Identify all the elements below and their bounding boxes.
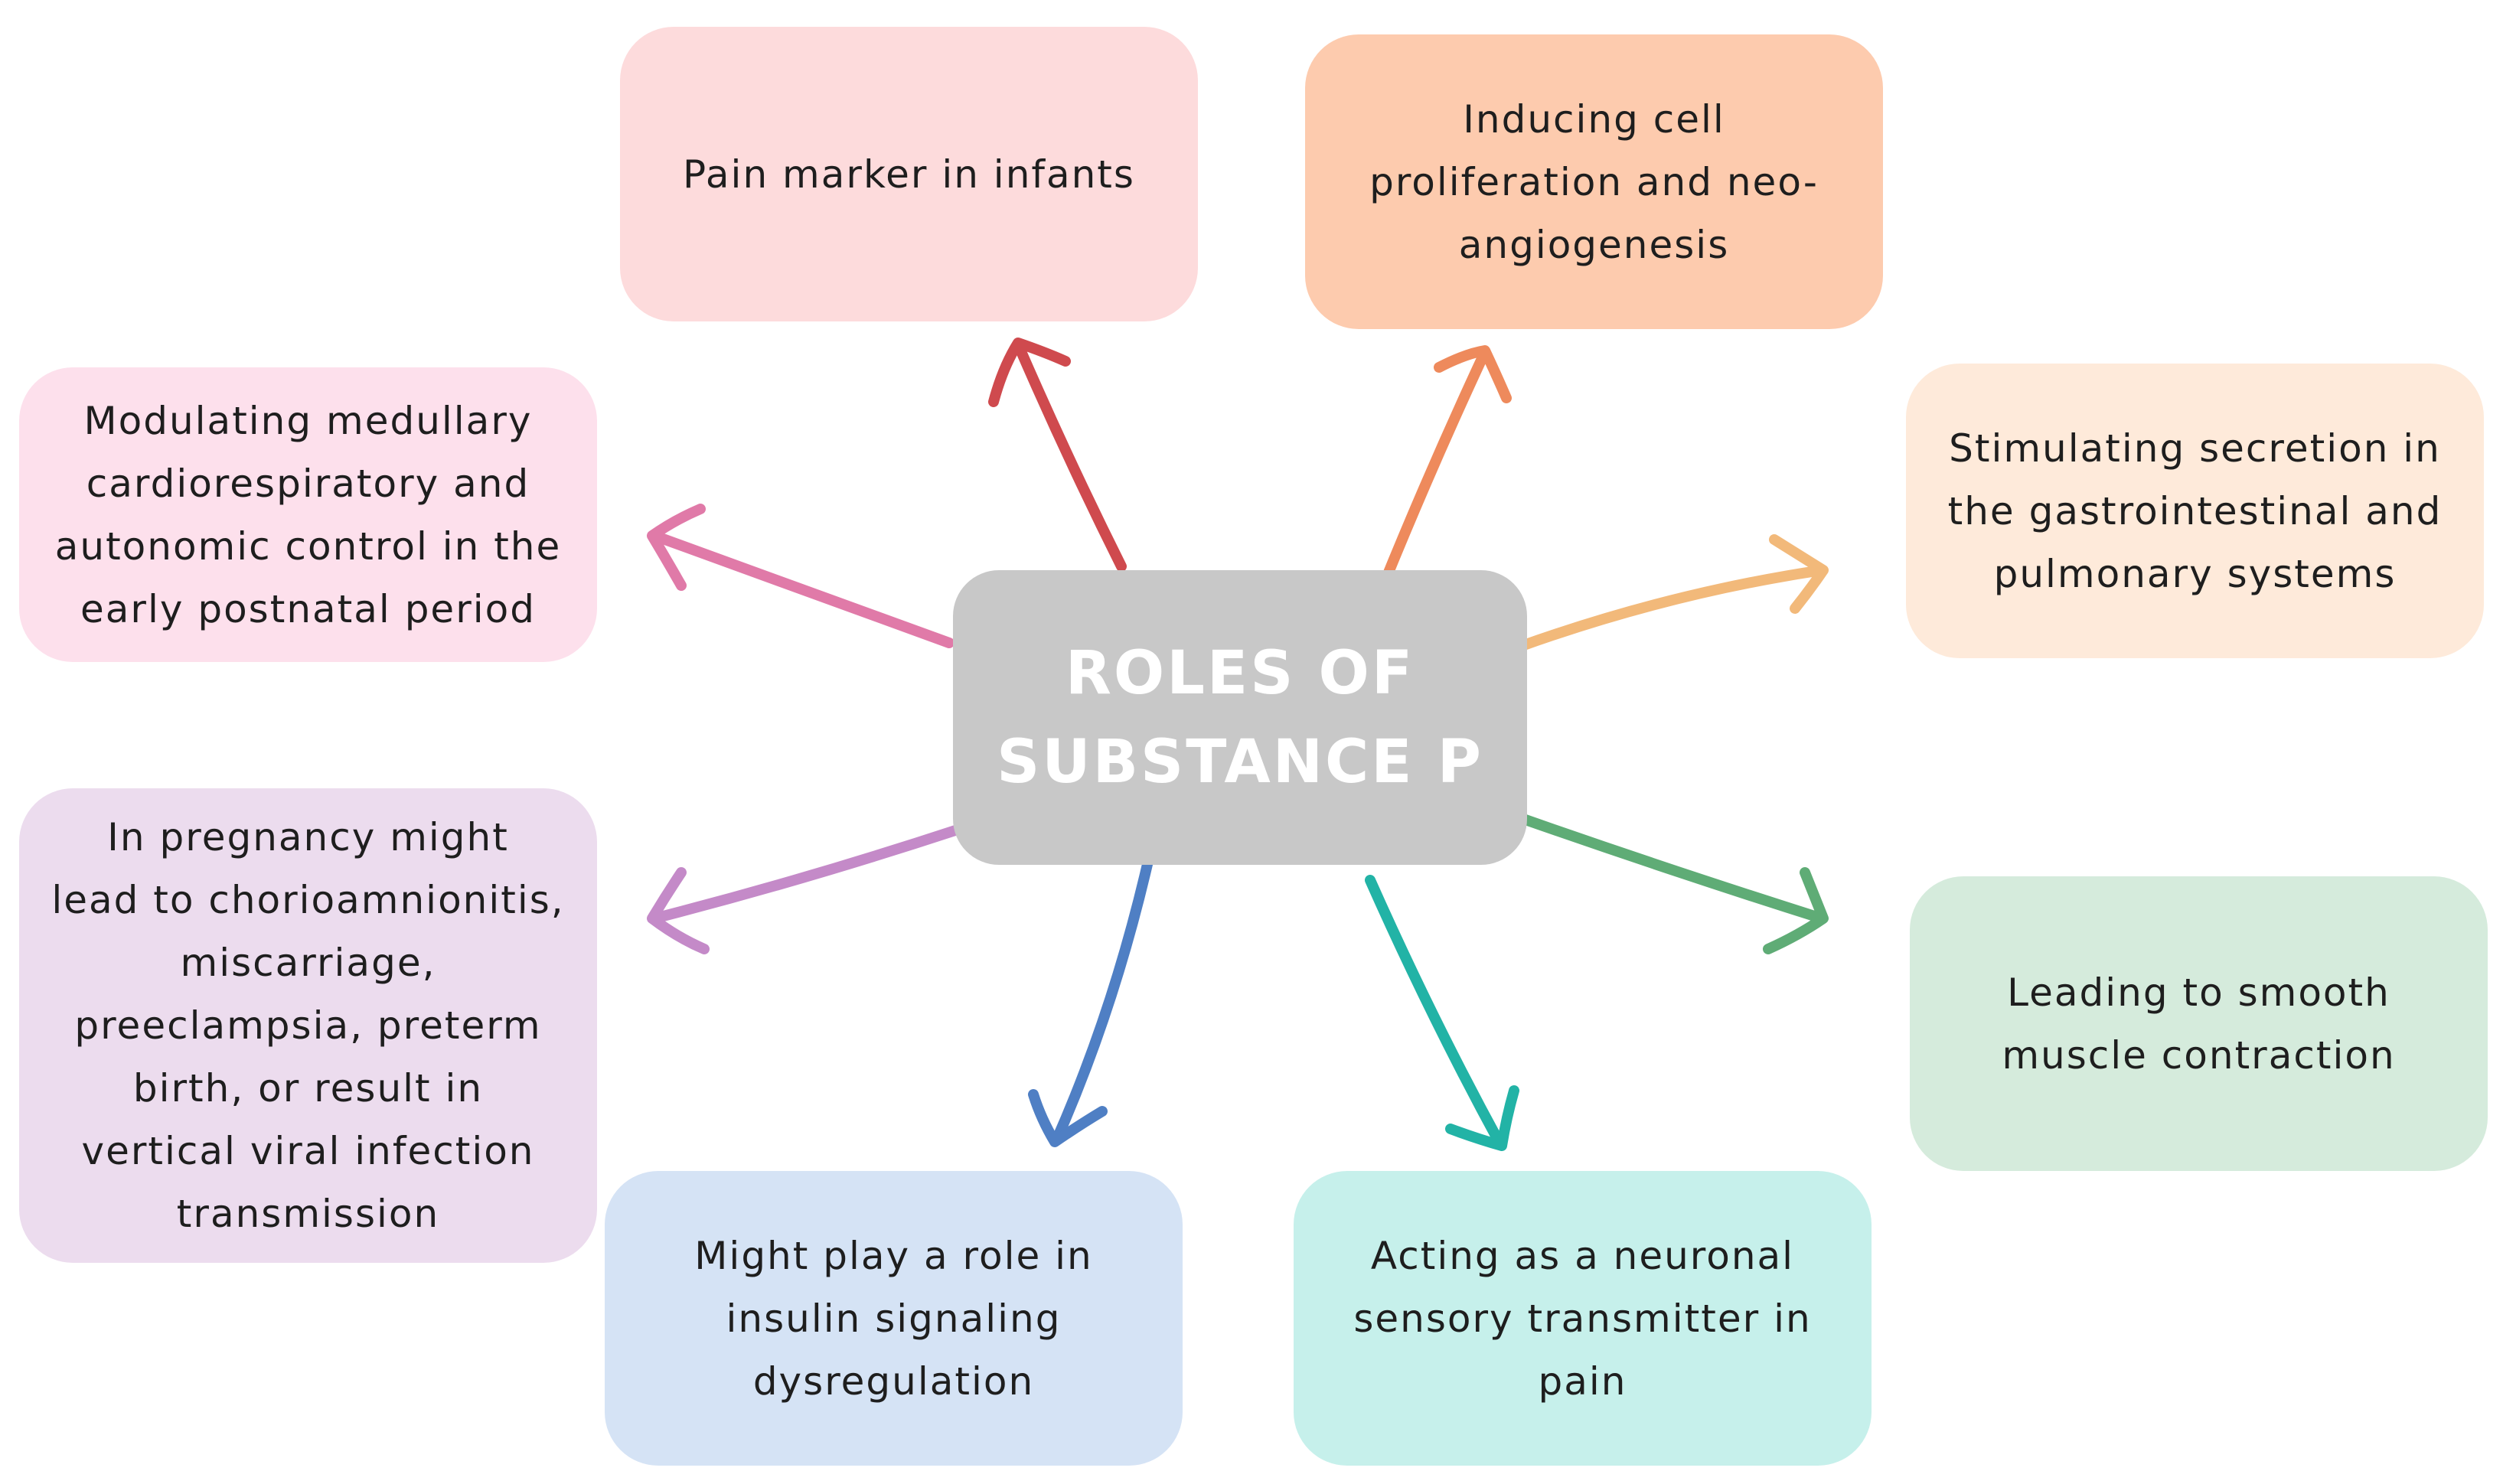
role-text-line: lead to chorioamnionitis, bbox=[51, 878, 565, 922]
central-topic: ROLES OF SUBSTANCE P bbox=[953, 570, 1527, 865]
role-box-smooth-muscle: Leading to smooth muscle contraction bbox=[1910, 876, 2488, 1171]
role-box-pain-marker: Pain marker in infants bbox=[620, 27, 1198, 321]
arrow-to-insulin bbox=[1028, 856, 1154, 1147]
role-text-line: miscarriage, bbox=[180, 941, 436, 985]
role-text-line: vertical viral infection bbox=[81, 1129, 535, 1173]
role-text-line: transmission bbox=[176, 1192, 440, 1236]
role-text-line: early postnatal period bbox=[80, 586, 536, 631]
arrow-to-proliferation bbox=[1376, 345, 1512, 595]
role-box-insulin-signaling: Might play a role in insulin signaling d… bbox=[605, 1171, 1183, 1466]
role-text-line: birth, or result in bbox=[132, 1066, 484, 1111]
role-text-line: pulmonary systems bbox=[1993, 551, 2397, 596]
role-box-secretion: Stimulating secretion in the gastrointes… bbox=[1906, 364, 2484, 658]
role-text-line: insulin signaling bbox=[726, 1296, 1062, 1341]
role-text-line: angiogenesis bbox=[1458, 222, 1730, 267]
role-text-line: cardiorespiratory and bbox=[86, 461, 530, 506]
role-text-line: pain bbox=[1538, 1358, 1627, 1404]
arrow-to-neuronal bbox=[1365, 875, 1519, 1151]
role-text: Pain marker in infants bbox=[683, 143, 1135, 206]
role-text-line: proliferation and neo- bbox=[1369, 159, 1819, 204]
role-text-line: Modulating medullary bbox=[83, 398, 533, 443]
role-text: Inducing cell proliferation and neo- ang… bbox=[1369, 88, 1819, 276]
role-box-neuronal-transmitter: Acting as a neuronal sensory transmitter… bbox=[1294, 1171, 1872, 1466]
arrow-to-medullary bbox=[647, 504, 955, 648]
role-text: Leading to smooth muscle contraction bbox=[2002, 961, 2395, 1087]
role-box-cell-proliferation: Inducing cell proliferation and neo- ang… bbox=[1305, 34, 1883, 329]
central-topic-line-2: SUBSTANCE P bbox=[997, 727, 1483, 797]
arrow-to-pregnancy bbox=[647, 825, 961, 954]
role-text-line: Stimulating secretion in bbox=[1949, 426, 2441, 471]
arrow-to-smooth-muscle bbox=[1518, 814, 1829, 954]
arrow-to-pain-infants bbox=[988, 338, 1127, 572]
role-text-line: Leading to smooth bbox=[2007, 970, 2390, 1015]
role-text-line: dysregulation bbox=[752, 1358, 1035, 1404]
role-text-line: Pain marker in infants bbox=[683, 152, 1135, 197]
role-text-line: In pregnancy might bbox=[107, 815, 509, 859]
role-box-pregnancy: In pregnancy might lead to chorioamnioni… bbox=[19, 788, 597, 1263]
role-text: In pregnancy might lead to chorioamnioni… bbox=[51, 806, 564, 1245]
role-box-medullary-control: Modulating medullary cardiorespiratory a… bbox=[19, 367, 597, 662]
role-text: Stimulating secretion in the gastrointes… bbox=[1948, 417, 2443, 605]
role-text-line: Might play a role in bbox=[694, 1233, 1093, 1278]
role-text: Acting as a neuronal sensory transmitter… bbox=[1353, 1225, 1811, 1413]
role-text-line: the gastrointestinal and bbox=[1947, 488, 2443, 533]
role-text-line: autonomic control in the bbox=[54, 523, 562, 569]
role-text-line: Inducing cell bbox=[1463, 96, 1725, 142]
role-text-line: muscle contraction bbox=[2002, 1032, 2396, 1078]
role-text-line: Acting as a neuronal bbox=[1370, 1233, 1795, 1278]
role-text-line: preeclampsia, preterm bbox=[74, 1003, 542, 1048]
central-topic-line-1: ROLES OF bbox=[1065, 638, 1415, 708]
role-text: Might play a role in insulin signaling d… bbox=[694, 1225, 1092, 1413]
role-text: Modulating medullary cardiorespiratory a… bbox=[55, 390, 562, 641]
arrow-to-secretion bbox=[1514, 534, 1829, 652]
role-text-line: sensory transmitter in bbox=[1353, 1296, 1812, 1341]
